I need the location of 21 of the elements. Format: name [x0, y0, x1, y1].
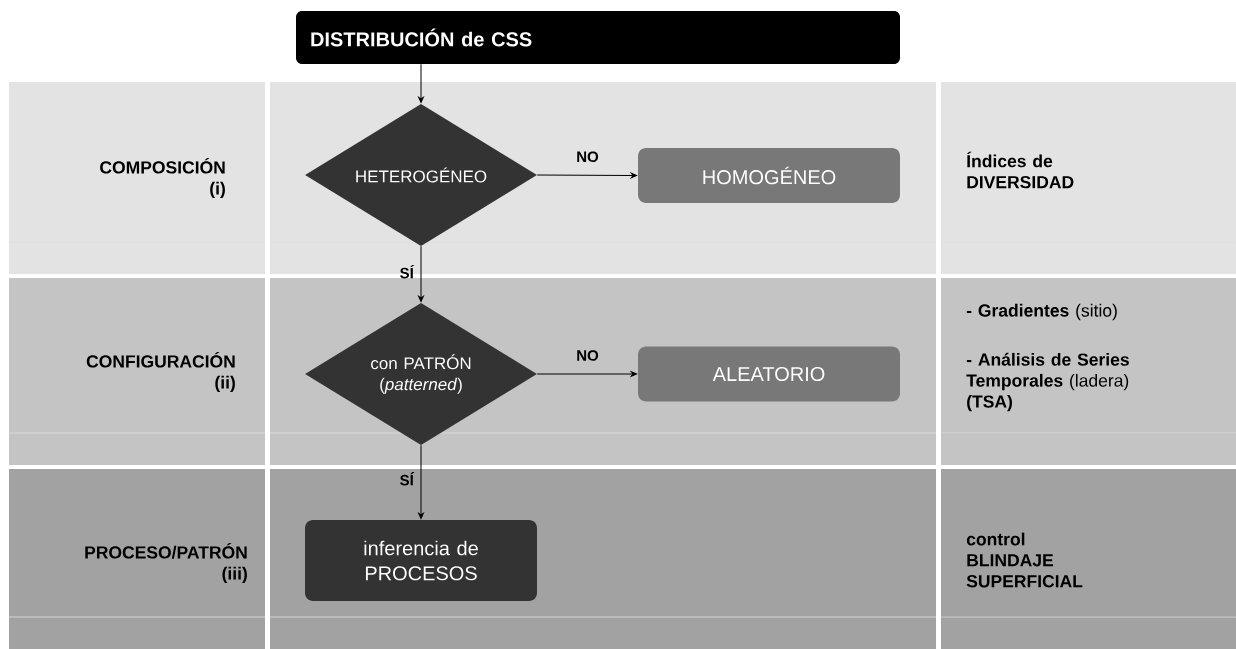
label: - Análisis de Series Temporales (ladera) (TSA): [966, 352, 1129, 412]
result-box: ALEATORIO: [638, 346, 900, 402]
process-box: inferencia de PROCESOS: [305, 520, 537, 601]
edge-label: SÍ: [400, 264, 415, 279]
edge-label: NO: [577, 350, 599, 361]
arrow: [418, 245, 424, 303]
label: - Gradientes (sitio): [966, 303, 1117, 321]
edge-label: NO: [577, 151, 599, 163]
table-cell: PROCESO/PATRÓN (iii): [8, 469, 266, 649]
title-box: DISTRIBUCIÓN de CSS: [296, 11, 900, 64]
edge-label: SÍ: [400, 472, 415, 486]
arrow: [418, 63, 424, 104]
table-cell: - Gradientes (sitio) - Análisis de Series Temporales (ladera) (TSA): [940, 278, 1236, 465]
table-cell: control BLINDAJE SUPERFICIAL: [940, 469, 1236, 649]
arrow: [536, 371, 638, 377]
table-cell: COMPOSICIÓN (i): [8, 82, 266, 274]
arrow: [536, 172, 638, 179]
table-cell: Índices de DIVERSIDAD: [940, 82, 1236, 274]
table-cell: CONFIGURACIÓN (ii): [8, 278, 266, 465]
result-box: HOMOGÉNEO: [638, 148, 900, 203]
arrow: [418, 444, 424, 520]
